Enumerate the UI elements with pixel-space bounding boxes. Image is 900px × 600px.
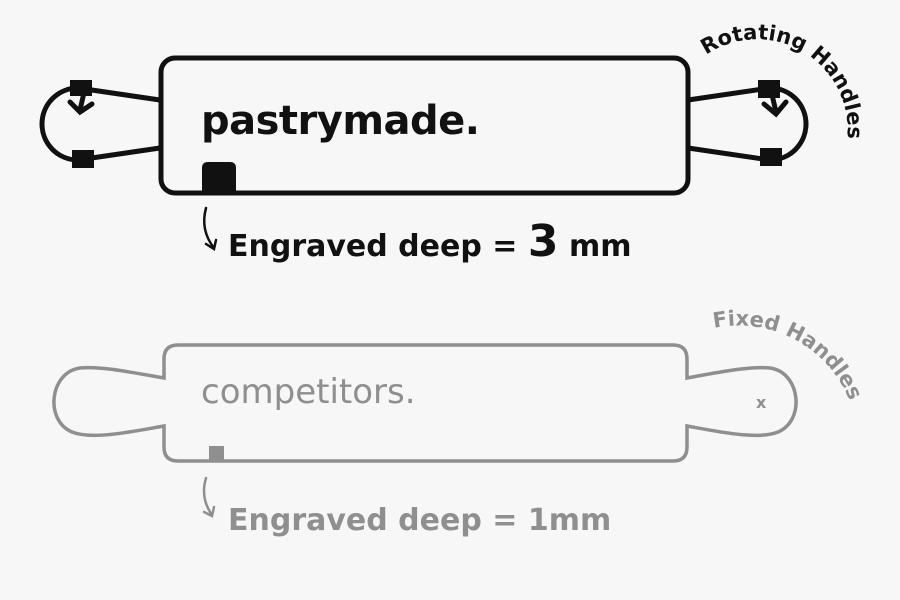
handle-x-mark: x <box>756 393 767 412</box>
right-rotating-handle <box>687 80 809 166</box>
competitors-brand: competitors. <box>201 372 416 412</box>
pastrymade-caption-prefix: Engraved deep = <box>228 229 528 264</box>
pastrymade-brand: pastrymade. <box>201 98 479 144</box>
engraving-depth-marker <box>202 162 236 193</box>
pointer-arrow-icon <box>202 476 216 518</box>
pastrymade-caption-unit: mm <box>569 229 632 264</box>
competitors-caption: Engraved deep = 1mm <box>228 503 611 538</box>
pastrymade-barrel <box>158 55 691 196</box>
left-rotating-handle <box>39 80 161 168</box>
rotating-handles-text: Rotating Handles <box>696 20 866 139</box>
pastrymade-caption: Engraved deep = 3 mm <box>228 216 631 267</box>
competitor-pin-outline <box>52 343 798 463</box>
competitor-rolling-pin <box>52 343 798 463</box>
fixed-handles-text: Fixed Handles <box>711 306 867 403</box>
fixed-handles-label: Fixed Handles <box>711 306 867 403</box>
pointer-arrow-icon <box>203 206 218 251</box>
rotation-arrow-icon <box>761 83 789 118</box>
rotation-arrow-icon <box>67 81 95 116</box>
rotating-handles-label: Rotating Handles <box>696 20 866 139</box>
engraving-depth-marker <box>209 446 224 461</box>
pastrymade-caption-value: 3 <box>528 216 559 267</box>
pastrymade-rolling-pin <box>39 55 809 196</box>
